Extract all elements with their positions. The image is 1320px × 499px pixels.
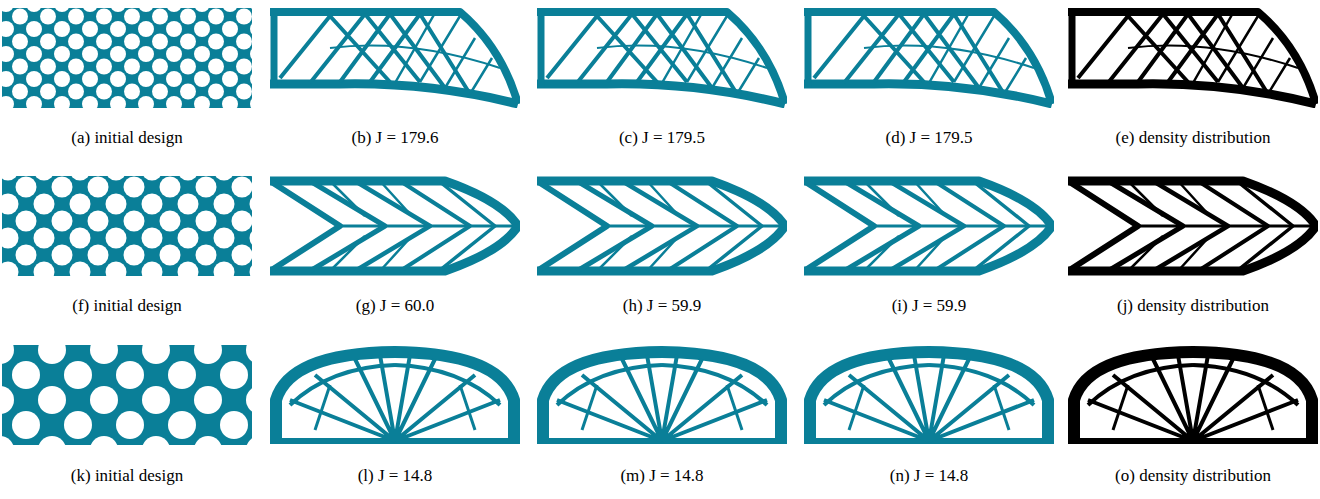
subfigure-caption: (f) initial design — [72, 296, 182, 316]
subfigure-caption: (n) J = 14.8 — [890, 466, 969, 486]
subfigure-caption: (b) J = 179.6 — [351, 128, 438, 148]
subfigure-caption: (o) density distribution — [1115, 466, 1271, 486]
subfigure-caption: (g) J = 60.0 — [356, 296, 435, 316]
subfigure-caption: (i) J = 59.9 — [892, 296, 967, 316]
subfigure-caption: (a) initial design — [71, 128, 182, 148]
subfigure-caption: (e) density distribution — [1116, 128, 1271, 148]
subfigure-caption: (m) J = 14.8 — [620, 466, 703, 486]
subfigure-caption: (k) initial design — [71, 466, 183, 486]
subfigure-caption: (c) J = 179.5 — [619, 128, 705, 148]
subfigure-caption: (d) J = 179.5 — [885, 128, 972, 148]
subfigure-caption: (j) density distribution — [1117, 296, 1269, 316]
subfigure-caption: (l) J = 14.8 — [358, 466, 433, 486]
subfigure-caption: (h) J = 59.9 — [623, 296, 702, 316]
